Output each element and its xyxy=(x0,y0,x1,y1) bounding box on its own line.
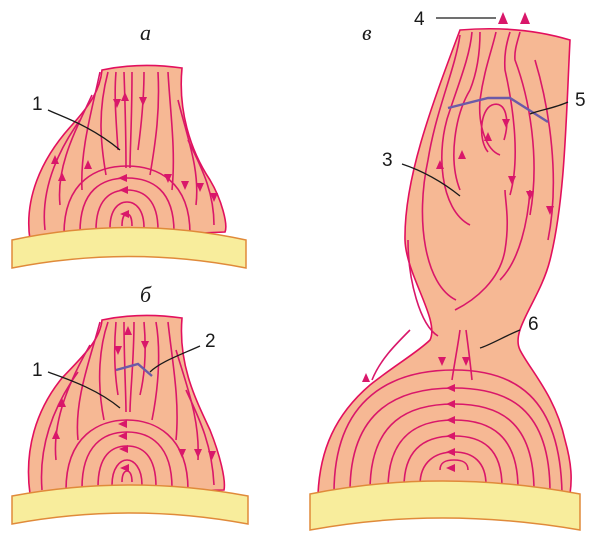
panel-v-body xyxy=(318,29,571,494)
panel-b-label: б xyxy=(140,282,152,307)
panel-b-ground xyxy=(12,485,248,524)
panel-v: в xyxy=(310,9,586,530)
panel-v-label-4: 4 xyxy=(414,9,425,30)
panel-b-label-2: 2 xyxy=(205,331,216,352)
panel-v-label-6: 6 xyxy=(528,314,539,335)
panel-a-label: а xyxy=(140,20,151,45)
panel-v-label: в xyxy=(362,20,372,45)
panel-v-label-3: 3 xyxy=(382,150,393,171)
panel-b-label-1: 1 xyxy=(32,360,43,381)
panel-a: а xyxy=(12,20,246,268)
panel-a-ground xyxy=(12,228,246,269)
panel-v-label-5: 5 xyxy=(575,90,586,111)
panel-a-label-1: 1 xyxy=(32,94,43,115)
panel-b: б xyxy=(12,282,248,524)
panel-v-ground xyxy=(310,481,580,530)
